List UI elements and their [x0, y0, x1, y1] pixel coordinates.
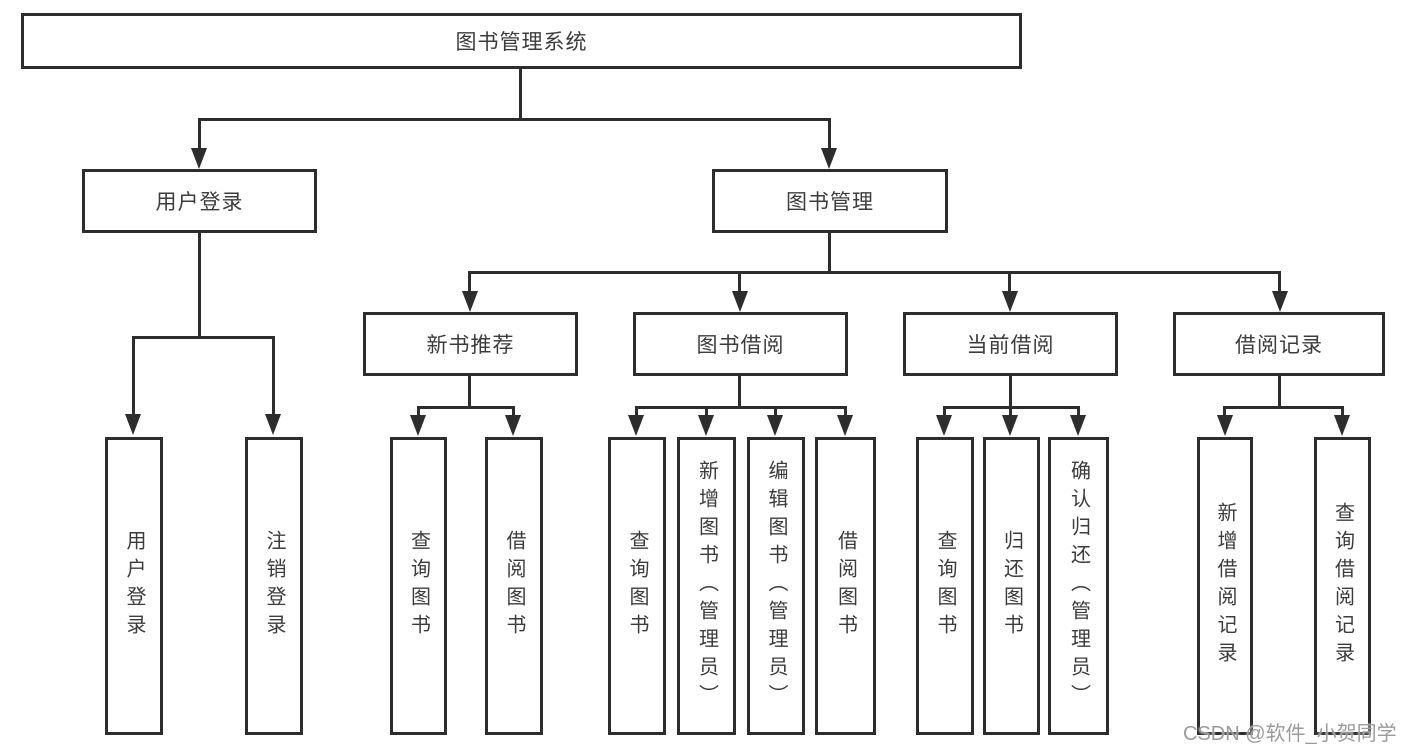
- node-box-borrowing-records: 借阅记录: [1173, 312, 1385, 376]
- connector-vline: [1077, 406, 1080, 418]
- arrowhead-down-icon: [732, 291, 748, 312]
- arrowhead-down-icon: [505, 415, 521, 436]
- leaf-box-query-borrow-record: 查询借阅记录: [1314, 437, 1371, 735]
- leaf-box-borrow-books-recommend: 借阅图书: [485, 437, 543, 735]
- leaf-box-query-books-current: 查询图书: [916, 437, 974, 735]
- csdn-watermark: CSDN @软件_小贺同学: [1183, 723, 1397, 745]
- node-box-new-book-recommend: 新书推荐: [363, 312, 578, 376]
- connector-vline: [468, 271, 471, 295]
- connector-vline: [512, 406, 515, 418]
- connector-vline: [417, 406, 420, 418]
- node-box-current-borrowing: 当前借阅: [903, 312, 1118, 376]
- arrowhead-down-icon: [1217, 415, 1233, 436]
- connector-hline: [417, 406, 515, 409]
- node-box-system-root: 图书管理系统: [21, 13, 1022, 69]
- arrowhead-down-icon: [191, 148, 207, 169]
- connector-vline: [943, 406, 946, 418]
- connector-vline: [635, 406, 638, 418]
- connector-vline: [132, 336, 135, 418]
- connector-vline: [1009, 376, 1012, 408]
- leaf-box-query-books-recommend: 查询图书: [390, 437, 447, 735]
- leaf-box-return-books: 归还图书: [983, 437, 1040, 735]
- connector-vline: [774, 406, 777, 418]
- connector-vline: [1341, 406, 1344, 418]
- connector-hline: [1223, 406, 1344, 409]
- connector-vline: [468, 376, 471, 408]
- connector-hline: [132, 336, 275, 339]
- arrowhead-down-icon: [1070, 415, 1086, 436]
- arrowhead-down-icon: [462, 291, 478, 312]
- connector-vline: [705, 406, 708, 418]
- connector-vline: [844, 406, 847, 418]
- connector-vline: [828, 232, 831, 274]
- node-box-user-login: 用户登录: [82, 169, 317, 233]
- connector-vline: [828, 118, 831, 152]
- connector-vline: [1009, 406, 1012, 418]
- connector-vline: [1008, 271, 1011, 295]
- arrowhead-down-icon: [1002, 415, 1018, 436]
- arrowhead-down-icon: [265, 414, 281, 435]
- leaf-box-add-books-admin: 新增图书（管理员）: [677, 437, 736, 735]
- connector-vline: [272, 336, 275, 418]
- connector-vline: [1278, 376, 1281, 408]
- node-box-book-management: 图书管理: [712, 169, 948, 233]
- node-box-book-borrowing: 图书借阅: [633, 312, 848, 376]
- arrowhead-down-icon: [936, 415, 952, 436]
- connector-vline: [1278, 271, 1281, 295]
- arrowhead-down-icon: [698, 415, 714, 436]
- connector-hline: [635, 406, 847, 409]
- arrowhead-down-icon: [1334, 415, 1350, 436]
- leaf-box-logout: 注销登录: [245, 437, 303, 735]
- arrowhead-down-icon: [837, 415, 853, 436]
- leaf-box-user-login: 用户登录: [105, 437, 163, 735]
- connector-hline: [468, 271, 1281, 274]
- connector-vline: [519, 68, 522, 120]
- connector-vline: [198, 233, 201, 339]
- arrowhead-down-icon: [767, 415, 783, 436]
- connector-vline: [198, 118, 201, 152]
- leaf-box-add-borrow-record: 新增借阅记录: [1197, 437, 1253, 735]
- connector-vline: [1223, 406, 1226, 418]
- arrowhead-down-icon: [410, 415, 426, 436]
- connector-vline: [738, 271, 741, 295]
- leaf-box-borrow-books: 借阅图书: [815, 437, 876, 735]
- connector-hline: [198, 118, 831, 121]
- leaf-box-edit-books-admin: 编辑图书（管理员）: [747, 437, 805, 735]
- arrowhead-down-icon: [125, 414, 141, 435]
- arrowhead-down-icon: [1272, 291, 1288, 312]
- arrowhead-down-icon: [1002, 291, 1018, 312]
- arrowhead-down-icon: [628, 415, 644, 436]
- connector-vline: [738, 376, 741, 408]
- leaf-box-confirm-return-admin: 确认归还（管理员）: [1048, 437, 1109, 735]
- arrowhead-down-icon: [821, 148, 837, 169]
- leaf-box-query-books-borrowing: 查询图书: [608, 437, 666, 735]
